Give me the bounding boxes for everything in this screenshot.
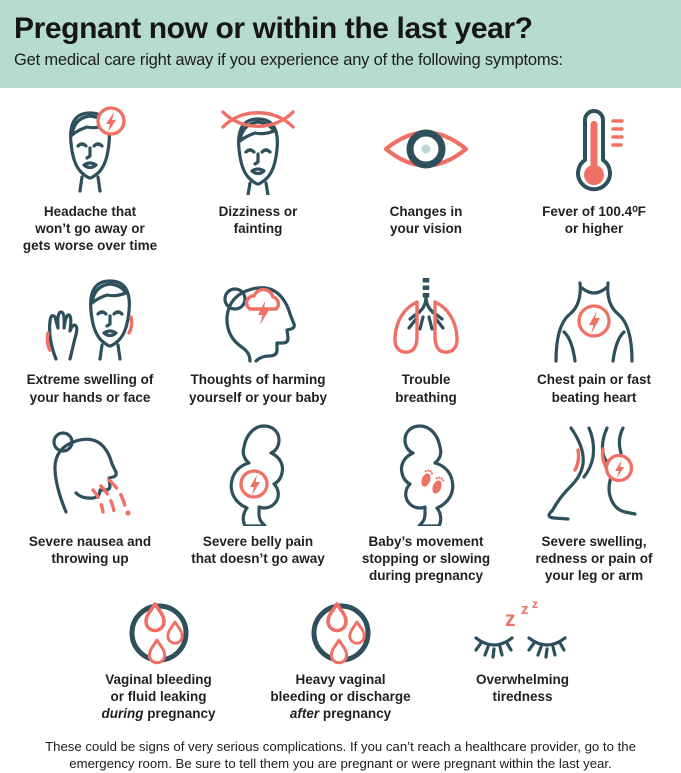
- symptom-leg-swelling: Severe swelling, redness or pain of your…: [510, 422, 678, 584]
- eye-icon: [376, 102, 476, 196]
- footer-note: These could be signs of very serious com…: [45, 738, 636, 772]
- dizziness-icon: [208, 102, 308, 196]
- symptom-label: Baby’s movement stopping or slowing duri…: [361, 533, 491, 583]
- blood-drops-circle-icon: [113, 598, 205, 665]
- symptom-vision-changes: Changes in your vision: [342, 102, 510, 254]
- page-subtitle: Get medical care right away if you exper…: [14, 51, 563, 69]
- symptom-label: Thoughts of harming yourself or your bab…: [188, 372, 328, 405]
- symptom-label: Severe nausea and throwing up: [28, 533, 152, 566]
- symptom-bleeding-during: Vaginal bleeding or fluid leaking during…: [68, 598, 250, 722]
- symptom-label: Dizziness or fainting: [218, 204, 298, 237]
- symptom-harming-thoughts: Thoughts of harming yourself or your bab…: [174, 270, 342, 405]
- svg-text:z: z: [505, 608, 516, 631]
- symptom-label: Vaginal bleeding or fluid leaking during…: [101, 672, 216, 722]
- symptom-grid: Headache that won’t go away or gets wors…: [0, 88, 681, 584]
- symptom-trouble-breathing: Trouble breathing: [342, 270, 510, 405]
- page-title: Pregnant now or within the last year?: [14, 12, 533, 45]
- blood-drops-circle-icon: [295, 598, 387, 665]
- legs-bolt-icon: [539, 422, 649, 526]
- vomiting-icon: [38, 422, 142, 526]
- lungs-icon: [376, 270, 476, 364]
- pregnant-belly-bolt-icon: [208, 422, 308, 526]
- headache-icon: [40, 102, 140, 196]
- symptom-tiredness: z z z Overwhelming tiredness: [432, 598, 614, 722]
- symptom-label: Extreme swelling of your hands or face: [26, 372, 154, 405]
- thermometer-icon: [551, 102, 637, 196]
- symptom-label: Fever of 100.4⁰F or higher: [542, 204, 646, 237]
- sleepy-eyes-icon: z z z: [467, 598, 579, 664]
- chest-bolt-icon: [544, 270, 644, 364]
- pregnant-footprints-icon: [376, 422, 476, 526]
- symptom-label: Trouble breathing: [395, 372, 457, 405]
- symptom-dizziness: Dizziness or fainting: [174, 102, 342, 254]
- swollen-face-hand-icon: [38, 270, 142, 364]
- symptom-label: Severe belly pain that doesn’t go away: [191, 533, 325, 566]
- symptom-chest-pain: Chest pain or fast beating heart: [510, 270, 678, 405]
- symptom-belly-pain: Severe belly pain that doesn’t go away: [174, 422, 342, 584]
- symptom-headache: Headache that won’t go away or gets wors…: [6, 102, 174, 254]
- header-banner: Pregnant now or within the last year? Ge…: [0, 0, 681, 88]
- symptom-swelling-hands-face: Extreme swelling of your hands or face: [6, 270, 174, 405]
- symptom-label: Overwhelming tiredness: [475, 672, 570, 705]
- symptom-nausea: Severe nausea and throwing up: [6, 422, 174, 584]
- symptom-label: Severe swelling, redness or pain of your…: [535, 533, 653, 583]
- symptom-bleeding-after: Heavy vaginal bleeding or discharge afte…: [250, 598, 432, 722]
- svg-text:z: z: [532, 598, 538, 611]
- symptom-label: Changes in your vision: [389, 204, 463, 237]
- symptom-label: Heavy vaginal bleeding or discharge afte…: [270, 672, 411, 722]
- symptom-label: Chest pain or fast beating heart: [536, 372, 652, 405]
- storm-cloud-head-icon: [208, 270, 308, 364]
- svg-text:z: z: [521, 601, 529, 618]
- bottom-symptom-row: Vaginal bleeding or fluid leaking during…: [0, 598, 681, 722]
- symptom-baby-movement: Baby’s movement stopping or slowing duri…: [342, 422, 510, 584]
- symptom-fever: Fever of 100.4⁰F or higher: [510, 102, 678, 254]
- symptom-label: Headache that won’t go away or gets wors…: [22, 204, 158, 254]
